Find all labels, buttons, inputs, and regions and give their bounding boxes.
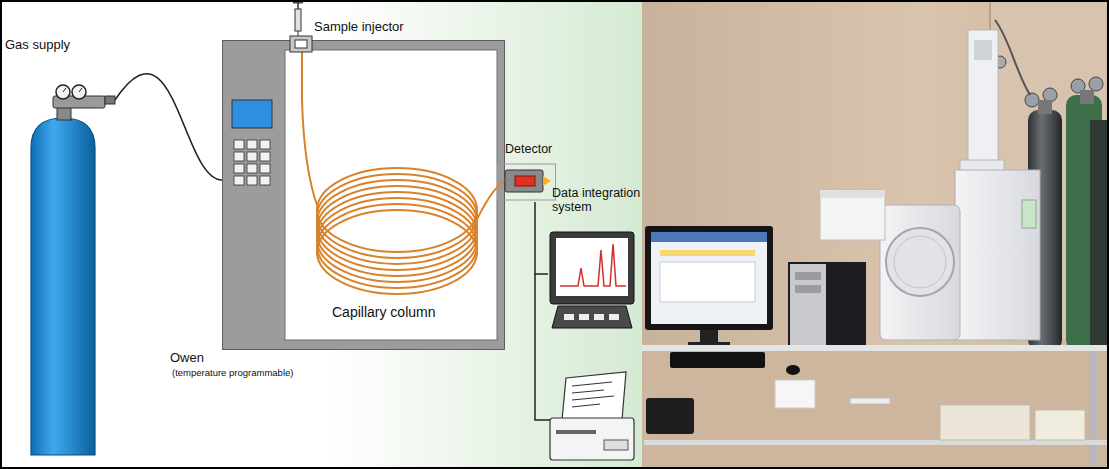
node-label: (temperature programmable) (172, 368, 293, 379)
printer (550, 372, 634, 460)
oven: Capillary columnOwen(temperature program… (222, 40, 505, 350)
text-holder: Capillary column (332, 304, 435, 320)
node-label: Data integration system (552, 186, 642, 215)
connector-line (535, 202, 548, 274)
connector-line (115, 74, 222, 180)
text-holder: Owen (170, 351, 204, 366)
photo-scene (642, 0, 1109, 469)
node-label: Capillary column (332, 304, 435, 320)
node-label: Gas supply (5, 38, 70, 53)
sample-injector: Sample injector (290, 0, 430, 56)
gas-cylinder: Gas supply (5, 38, 115, 460)
gas-cylinder-drawing (5, 38, 115, 460)
node-label: Owen (170, 351, 204, 366)
oven-drawing (222, 40, 505, 350)
text-holder: Sample injector (314, 20, 404, 35)
text-holder: Data integration system (552, 186, 642, 215)
printer-cable (535, 274, 550, 420)
text-holder: Detector (505, 142, 552, 156)
data-system: Data integration system (548, 186, 642, 346)
node-label: Detector (505, 142, 552, 156)
text-holder: Gas supply (5, 38, 70, 53)
detector: Detector (497, 136, 559, 202)
node-label: Sample injector (314, 20, 404, 35)
text-holder: (temperature programmable) (172, 368, 293, 379)
